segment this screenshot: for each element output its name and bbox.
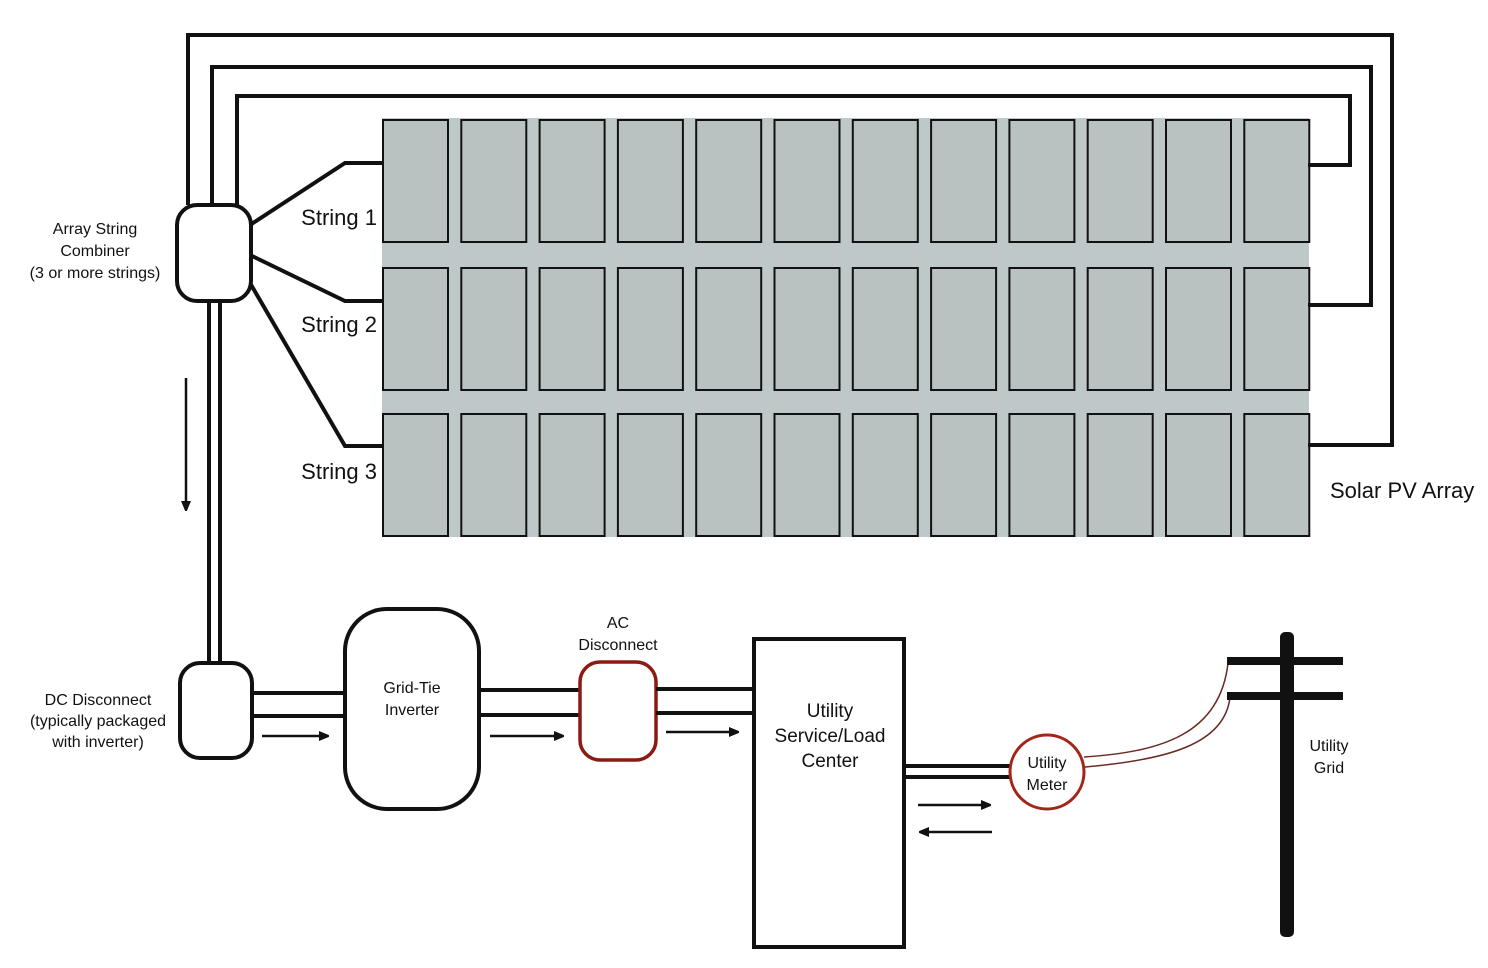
combiner-label-line2: Combiner (60, 243, 130, 260)
ac-disconnect-label-line2: Disconnect (578, 637, 658, 654)
pv-panel (851, 413, 919, 537)
pv-panel (460, 413, 528, 537)
string-return-wires (186, 33, 1394, 447)
pv-panel (1243, 119, 1311, 243)
dc-disconnect (178, 661, 254, 760)
wires-to-meter (904, 764, 1015, 779)
pv-panel (930, 413, 998, 537)
pv-panel (460, 119, 528, 243)
pv-panel (460, 267, 528, 391)
pv-panel (1165, 413, 1232, 537)
ac-disconnect (578, 660, 658, 762)
pv-panel (1165, 119, 1232, 243)
pv-panel (930, 119, 998, 243)
pv-panel (930, 267, 998, 391)
return-wire-string-2 (210, 65, 1373, 307)
pv-panel (773, 267, 841, 391)
return-wire-string-3 (186, 33, 1394, 447)
feed-wire-string-3 (248, 281, 383, 448)
grid-tie-inverter (343, 607, 481, 811)
pv-panel (1008, 119, 1076, 243)
load-center-label-line2: Service/Load (775, 726, 886, 747)
pv-panel (1008, 413, 1076, 537)
return-wire-string-1 (235, 94, 1352, 205)
array-string-combiner (175, 203, 253, 303)
pv-panel (1086, 267, 1154, 391)
pv-panel (1165, 267, 1232, 391)
pv-panel (695, 267, 763, 391)
dc-disconnect-label-line1: DC Disconnect (45, 692, 152, 709)
string-1-label: String 1 (301, 205, 377, 230)
pv-panel (538, 413, 606, 537)
inverter-label-line2: Inverter (385, 702, 440, 719)
pv-panel (382, 267, 449, 391)
pv-panel (1243, 413, 1311, 537)
solar-pv-array-label: Solar PV Array (1330, 478, 1474, 503)
string-feed-wires (248, 161, 383, 448)
meter-label-line1: Utility (1027, 755, 1066, 772)
pv-panels (382, 119, 1311, 537)
service-drop-wires (1083, 662, 1231, 768)
pv-panel (773, 119, 841, 243)
pv-panel (773, 413, 841, 537)
load-center-label-line1: Utility (807, 701, 854, 722)
dc-bus-vertical (207, 301, 222, 663)
pv-panel (616, 119, 684, 243)
pv-panel (695, 413, 763, 537)
pv-panel (616, 413, 684, 537)
load-center-label-line3: Center (801, 751, 859, 772)
string-3-label: String 3 (301, 459, 377, 484)
pv-panel (1008, 267, 1076, 391)
dc-disconnect-label-line2: (typically packaged (30, 713, 166, 730)
pv-panel (538, 267, 606, 391)
dc-disconnect-label-line3: with inverter) (51, 734, 144, 751)
feed-wire-string-1 (248, 161, 383, 227)
combiner-label-line3: (3 or more strings) (30, 265, 161, 282)
string-2-label: String 2 (301, 312, 377, 337)
utility-pole (1227, 632, 1343, 937)
pv-panel (851, 119, 919, 243)
grid-label-line1: Utility (1309, 738, 1348, 755)
utility-service-load-center (752, 637, 906, 949)
pv-panel (616, 267, 684, 391)
pv-panel (1086, 119, 1154, 243)
pv-panel (382, 413, 449, 537)
pv-panel (1086, 413, 1154, 537)
pv-panel (538, 119, 606, 243)
ac-wires-to-load-center (656, 687, 754, 715)
utility-meter (1008, 733, 1086, 811)
pv-panel (382, 119, 449, 243)
grid-label-line2: Grid (1314, 760, 1344, 777)
pv-panel (1243, 267, 1311, 391)
pv-panel (851, 267, 919, 391)
dc-wires-to-inverter (252, 691, 345, 718)
ac-disconnect-label-line1: AC (607, 615, 629, 632)
pv-array-background (382, 118, 1309, 537)
pv-panel (695, 119, 763, 243)
feed-wire-string-2 (249, 253, 383, 303)
combiner-label-line1: Array String (53, 221, 137, 238)
inverter-label-line1: Grid-Tie (383, 680, 440, 697)
meter-label-line2: Meter (1027, 777, 1069, 794)
ac-wires-to-disconnect (479, 688, 581, 717)
